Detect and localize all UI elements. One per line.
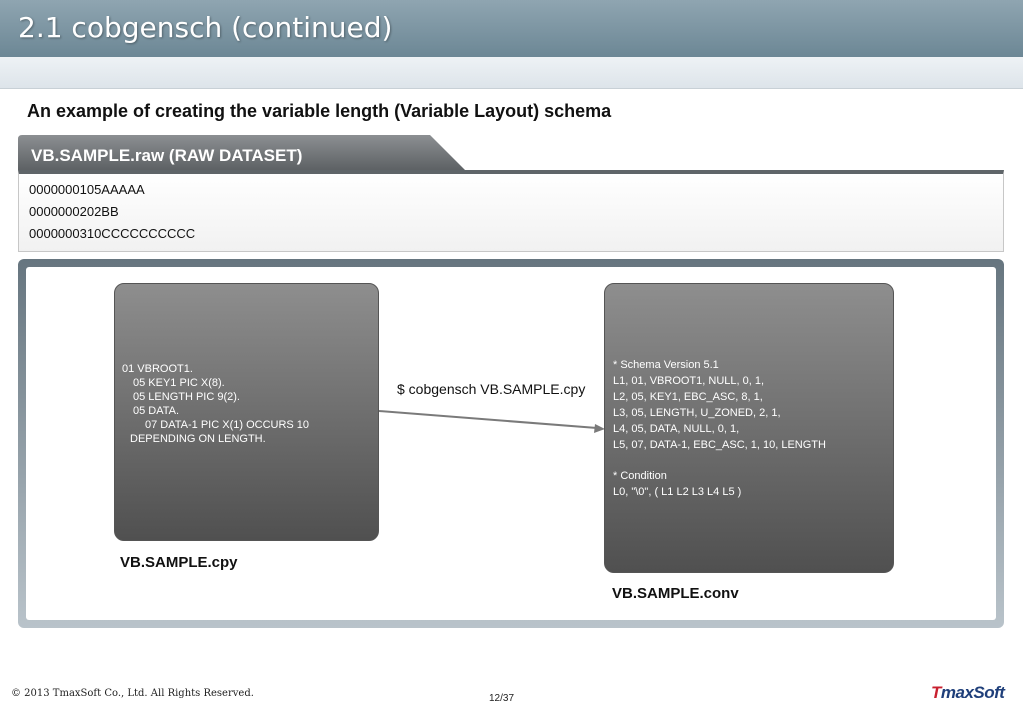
copybook-line: 05 KEY1 PIC X(8). (133, 377, 225, 389)
conv-line: L3, 05, LENGTH, U_ZONED, 2, 1, (613, 407, 781, 419)
conv-line: L0, "\0", ( L1 L2 L3 L4 L5 ) (613, 486, 742, 498)
raw-line: 0000000105AAAAA (29, 182, 145, 197)
raw-dataset-box: 0000000105AAAAA 0000000202BB 0000000310C… (18, 170, 1004, 252)
copybook-line: DEPENDING ON LENGTH. (130, 433, 266, 445)
copybook-line: 05 LENGTH PIC 9(2). (133, 391, 240, 403)
copybook-line: 07 DATA-1 PIC X(1) OCCURS 10 (145, 419, 310, 431)
conv-caption: VB.SAMPLE.conv (612, 585, 739, 602)
slide-title: 2.1 cobgensch (continued) (18, 11, 393, 44)
conv-line: L4, 05, DATA, NULL, 0, 1, (613, 423, 740, 435)
header-band (0, 57, 1023, 89)
command-label: $ cobgensch VB.SAMPLE.cpy (397, 381, 586, 397)
tmaxsoft-logo: TmaxSoft (931, 683, 1005, 703)
raw-line: 0000000310CCCCCCCCCC (29, 226, 196, 241)
logo-rest: maxSoft (940, 683, 1005, 702)
conv-line: * Schema Version 5.1 (613, 359, 719, 371)
copyright-text: © 2013 TmaxSoft Co., Ltd. All Rights Res… (11, 688, 254, 699)
logo-letter-t: T (931, 683, 941, 702)
copybook-card: 01 VBROOT1. 05 KEY1 PIC X(8). 05 LENGTH … (114, 283, 379, 541)
raw-dataset-tab-label: VB.SAMPLE.raw (RAW DATASET) (31, 146, 303, 165)
raw-dataset-tab (18, 135, 466, 171)
raw-line: 0000000202BB (29, 204, 119, 219)
conv-line: L5, 07, DATA-1, EBC_ASC, 1, 10, LENGTH (613, 439, 826, 451)
conv-line: * Condition (613, 470, 667, 482)
copybook-caption: VB.SAMPLE.cpy (120, 554, 238, 571)
copybook-line: 01 VBROOT1. (122, 363, 193, 375)
copybook-line: 05 DATA. (133, 405, 180, 417)
page-number: 12/37 (489, 693, 515, 704)
conv-line: L2, 05, KEY1, EBC_ASC, 8, 1, (613, 391, 763, 403)
slide-subtitle: An example of creating the variable leng… (27, 101, 612, 121)
slide-header: 2.1 cobgensch (continued) (0, 0, 1023, 57)
conv-line: L1, 01, VBROOT1, NULL, 0, 1, (613, 375, 765, 387)
conv-card: * Schema Version 5.1 L1, 01, VBROOT1, NU… (604, 283, 894, 573)
